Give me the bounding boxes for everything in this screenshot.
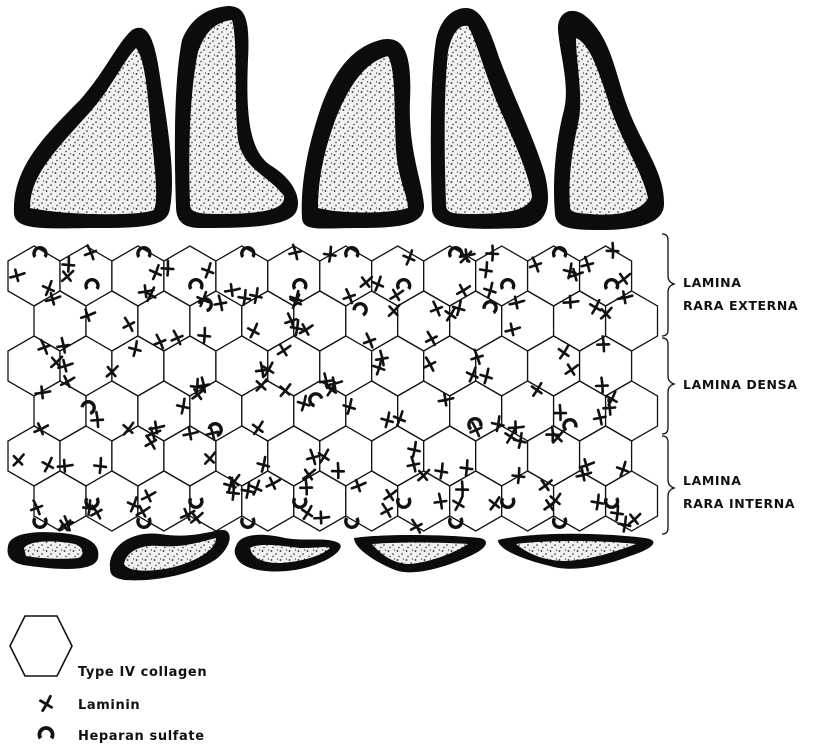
foot-process xyxy=(175,6,298,228)
endothelial-process xyxy=(110,530,230,581)
endothelial-process xyxy=(354,535,486,572)
foot-process xyxy=(431,8,548,229)
heparan-ring-icon xyxy=(39,728,52,738)
foot-process xyxy=(554,11,664,230)
layer-braces xyxy=(662,234,674,534)
layer-labels: LAMINA RARA EXTERNA LAMINA DENSA LAMINA … xyxy=(683,275,798,511)
legend-collagen-label: Type IV collagen xyxy=(78,665,207,680)
brace-interna xyxy=(662,436,674,534)
label-externa-line1: LAMINA xyxy=(683,275,741,290)
foot-process xyxy=(302,39,424,229)
foot-processes-top xyxy=(14,6,664,230)
brace-densa xyxy=(662,338,674,434)
label-interna-line1: LAMINA xyxy=(683,473,741,488)
endothelial-process xyxy=(235,535,341,572)
endothelial-layer xyxy=(8,530,654,581)
foot-process xyxy=(14,28,172,229)
brace-externa xyxy=(662,234,674,336)
label-externa-line2: RARA EXTERNA xyxy=(683,298,798,313)
laminin-cross-icon xyxy=(41,696,52,710)
legend-heparan-label: Heparan sulfate xyxy=(78,729,205,744)
endothelial-process xyxy=(498,534,653,569)
label-interna-line2: RARA INTERNA xyxy=(683,496,795,511)
endothelial-process xyxy=(8,532,99,569)
legend-laminin-label: Laminin xyxy=(78,698,140,713)
label-densa: LAMINA DENSA xyxy=(683,377,797,392)
hexagon-icon xyxy=(10,616,72,676)
legend: Type IV collagen Laminin Heparan sulfate xyxy=(10,616,207,744)
